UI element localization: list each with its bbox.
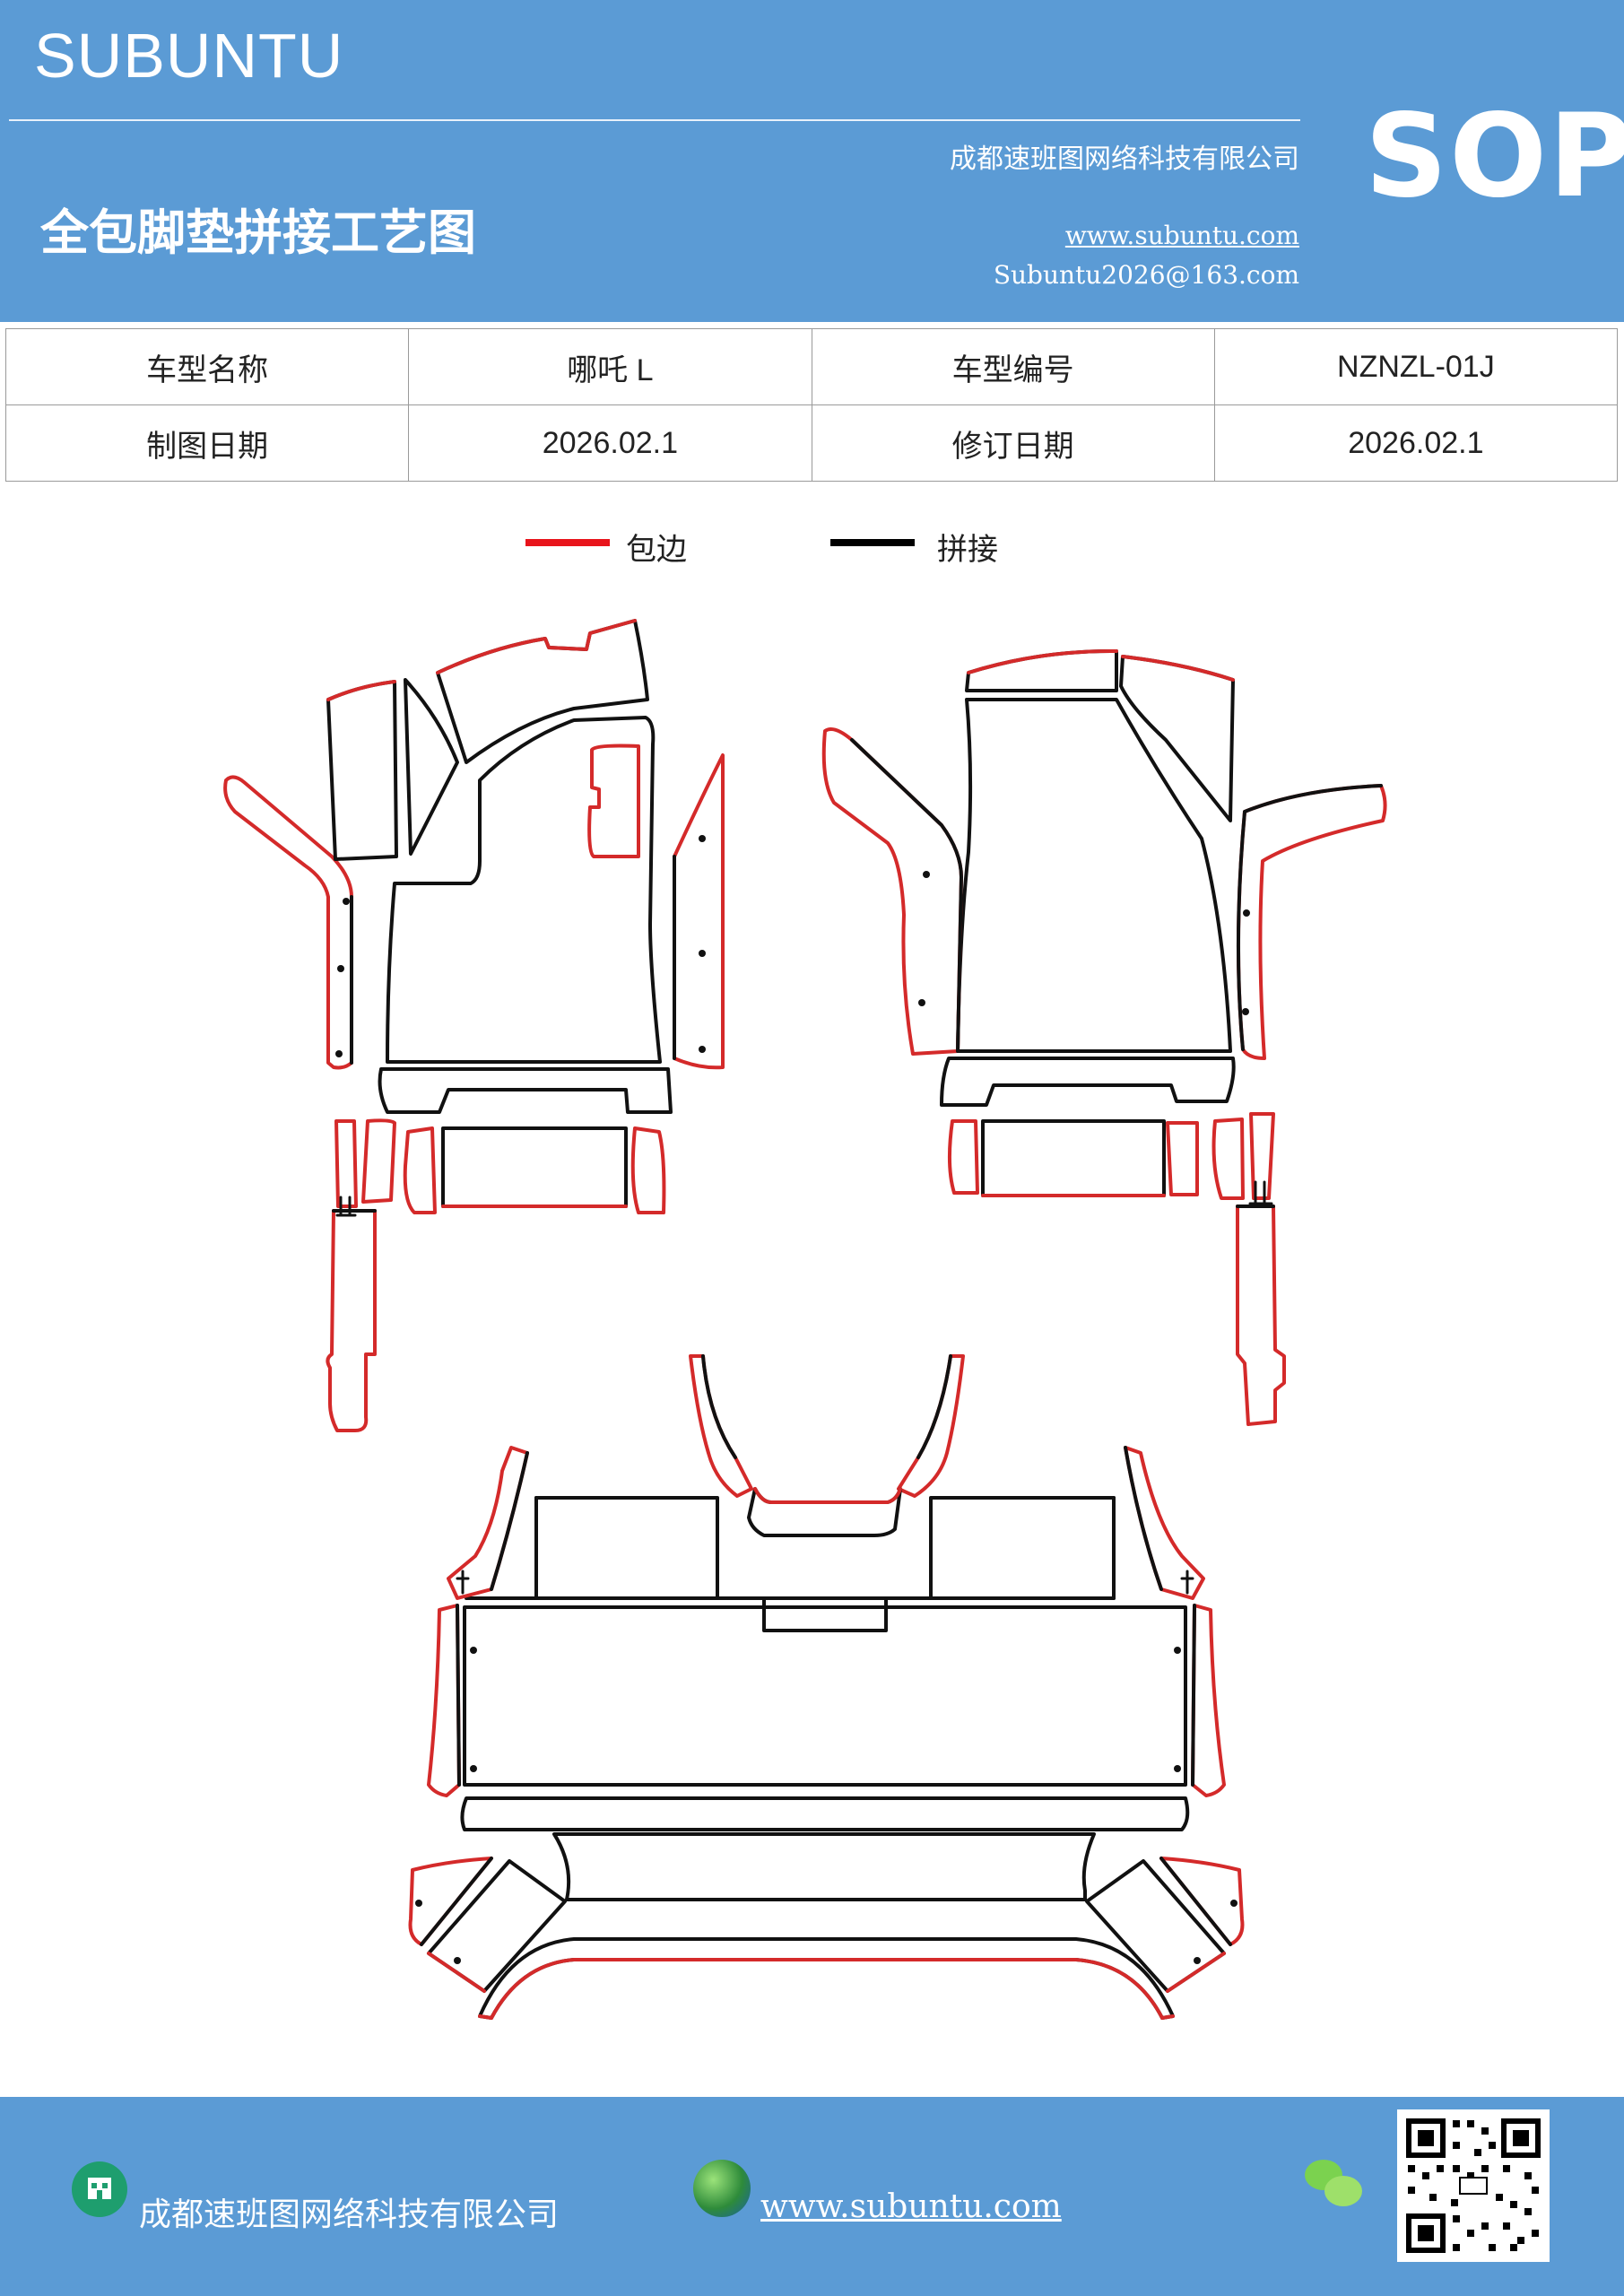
mat-piece <box>940 1057 1236 1107</box>
mat-piece <box>441 1126 628 1208</box>
mat-piece <box>1236 1205 1286 1426</box>
mat-piece <box>386 716 662 1064</box>
mat-piece <box>460 1796 1190 1831</box>
model-code-label: 车型编号 <box>811 328 1215 405</box>
vehicle-info-table: 车型名称 哪吒 L 车型编号 NZNZL-01J 制图日期 2026.02.1 … <box>4 328 1619 482</box>
mat-piece <box>326 1209 377 1432</box>
mat-piece <box>552 1832 1096 1901</box>
building-icon <box>72 2161 127 2217</box>
mat-piece <box>1085 1859 1226 1993</box>
mat-piece <box>747 1487 902 1537</box>
revision-date-label: 修订日期 <box>811 404 1215 482</box>
legend-edge-swatch <box>525 539 610 546</box>
rear-mat-group <box>408 1354 1245 2020</box>
website-link[interactable]: www.subuntu.com <box>1064 221 1299 250</box>
legend-edge-label: 包边 <box>626 532 687 568</box>
globe-icon <box>693 2160 751 2217</box>
mat-piece <box>378 1067 673 1114</box>
brand-name: SUBUNTU <box>34 21 344 91</box>
mat-piece <box>427 1859 567 1993</box>
model-code-value: NZNZL-01J <box>1213 328 1619 405</box>
header-divider <box>9 119 1300 121</box>
mat-piece <box>478 1937 1175 2020</box>
driver-mat-group <box>223 619 725 1432</box>
sop-badge: SOP <box>1365 90 1624 223</box>
draw-date-value: 2026.02.1 <box>408 404 812 482</box>
qr-code <box>1397 2109 1550 2262</box>
mat-piece <box>404 678 459 856</box>
model-name-value: 哪吒 L <box>408 328 812 405</box>
mat-piece <box>465 1496 1116 1632</box>
company-name: 成都速班图网络科技有限公司 <box>950 144 1299 175</box>
footer-website[interactable]: www.subuntu.com <box>760 2188 1062 2225</box>
floor-mat-diagram <box>223 619 1387 2020</box>
wechat-icon[interactable] <box>1305 2160 1364 2210</box>
mat-piece <box>673 753 725 1070</box>
passenger-mat-group <box>821 648 1387 1426</box>
mat-piece <box>463 1605 1187 1787</box>
footer-banner: 成都速班图网络科技有限公司 www.subuntu.com <box>0 2097 1624 2296</box>
email-address: Subuntu2026@163.com <box>993 260 1299 290</box>
mat-piece <box>956 698 1232 1053</box>
mat-piece <box>223 775 353 1070</box>
mat-piece <box>1236 784 1387 1060</box>
table-row: 制图日期 2026.02.1 修订日期 2026.02.1 <box>4 404 1619 482</box>
model-name-label: 车型名称 <box>4 328 410 405</box>
footer-company: 成都速班图网络科技有限公司 <box>139 2196 560 2233</box>
draw-date-label: 制图日期 <box>4 404 410 482</box>
heel-pad <box>587 744 640 858</box>
mat-piece <box>436 619 649 764</box>
legend: 包边 拼接 <box>0 525 1624 570</box>
header-banner: SUBUNTU 成都速班图网络科技有限公司 全包脚垫拼接工艺图 www.subu… <box>0 0 1624 322</box>
legend-seam-label: 拼接 <box>937 532 998 568</box>
mat-piece <box>326 680 398 861</box>
document-title: 全包脚垫拼接工艺图 <box>40 204 476 261</box>
table-row: 车型名称 哪吒 L 车型编号 NZNZL-01J <box>4 328 1619 405</box>
legend-seam-swatch <box>830 539 915 546</box>
revision-date-value: 2026.02.1 <box>1213 404 1619 482</box>
mat-piece <box>981 1119 1166 1197</box>
